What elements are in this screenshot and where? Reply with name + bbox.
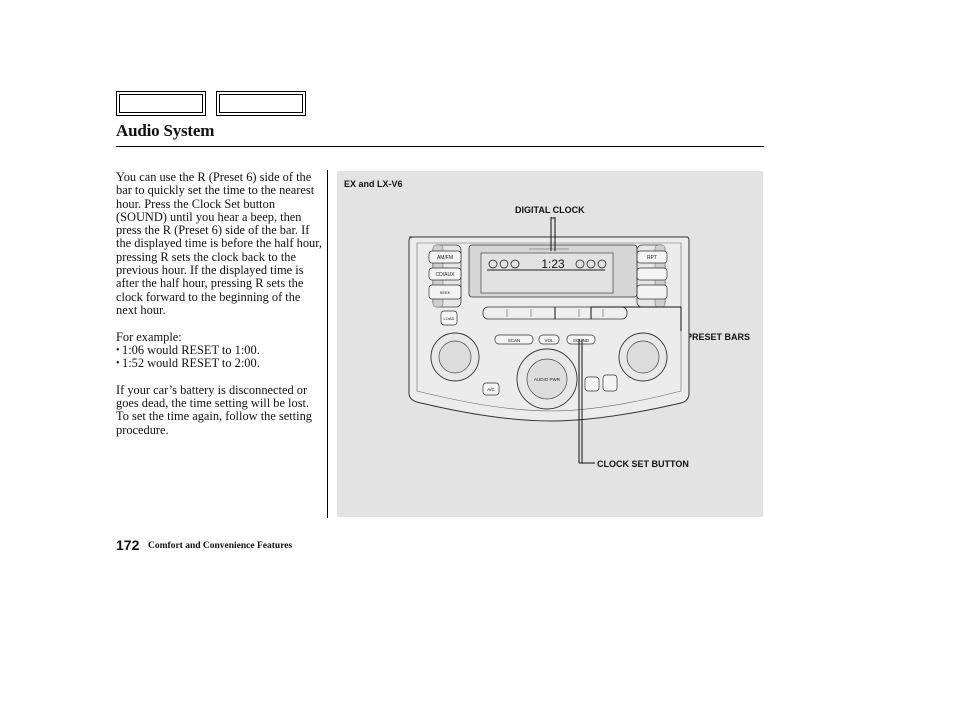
cd-aux-button — [428, 267, 462, 281]
title-divider — [116, 146, 764, 147]
seek-button — [428, 284, 462, 300]
preset-bars-leader — [590, 306, 682, 331]
paragraph-battery: If your car’s battery is disconnected or… — [116, 382, 312, 437]
disc-button — [636, 284, 668, 300]
page-number: 172 — [116, 537, 140, 553]
digital-clock-callout: DIGITAL CLOCK — [515, 205, 585, 215]
example-list: 1:06 would RESET to 1:00. 1:52 would RES… — [116, 343, 322, 371]
example-item: 1:52 would RESET to 2:00. — [116, 356, 322, 370]
nav-tab-1[interactable] — [116, 91, 206, 116]
preset-bars-callout: PRESET BARS — [686, 332, 751, 342]
scan-button — [494, 334, 534, 345]
body-text: You can use the R (Preset 6) side of the… — [116, 170, 322, 450]
nav-tab-2[interactable] — [216, 91, 306, 116]
sound-button — [566, 334, 596, 345]
am-fm-button — [428, 250, 462, 264]
column-divider — [327, 170, 328, 518]
paragraph-preset-6: You can use the R (Preset 6) side of the… — [116, 170, 322, 317]
load-button — [440, 310, 458, 326]
ac-button-label: A/C — [487, 387, 495, 392]
example-item: 1:06 would RESET to 1:00. — [116, 343, 322, 357]
audio-pwr-knob-label: AUDIO PWR — [534, 377, 561, 382]
vol-button-label: VOL — [544, 338, 554, 343]
vol-button — [538, 334, 560, 345]
max-defrost-button — [602, 374, 618, 392]
example-intro: For example: — [116, 329, 182, 344]
am-fm-button-label: AM/FM — [437, 255, 453, 261]
audio-panel-figure: EX and LX-V6 DIGITAL CLOCK PRESET BARS C… — [337, 171, 763, 517]
recirc-button — [584, 376, 600, 392]
clock-readout: 1:23 — [541, 257, 565, 271]
scan-button-label: SCAN — [508, 338, 521, 343]
rpt-button-label: RPT — [647, 255, 657, 261]
clock-set-button-callout: CLOCK SET BUTTON — [597, 459, 689, 469]
model-label: EX and LX-V6 — [344, 179, 403, 189]
sound-button-label: SOUND — [573, 338, 590, 343]
section-title: Audio System — [116, 121, 215, 140]
ac-button — [482, 382, 500, 396]
load-button-label: LOAD — [444, 316, 455, 321]
seek-button-label: SEEK — [440, 290, 451, 295]
a-sel-button — [636, 267, 668, 281]
panel-illustration: AM/FM CD/AUX SEEK RPT 1:23 LOAD SCAN VOL — [408, 217, 690, 464]
cd-aux-button-label: CD/AUX — [436, 272, 456, 278]
footer-section-name: Comfort and Convenience Features — [148, 541, 293, 551]
